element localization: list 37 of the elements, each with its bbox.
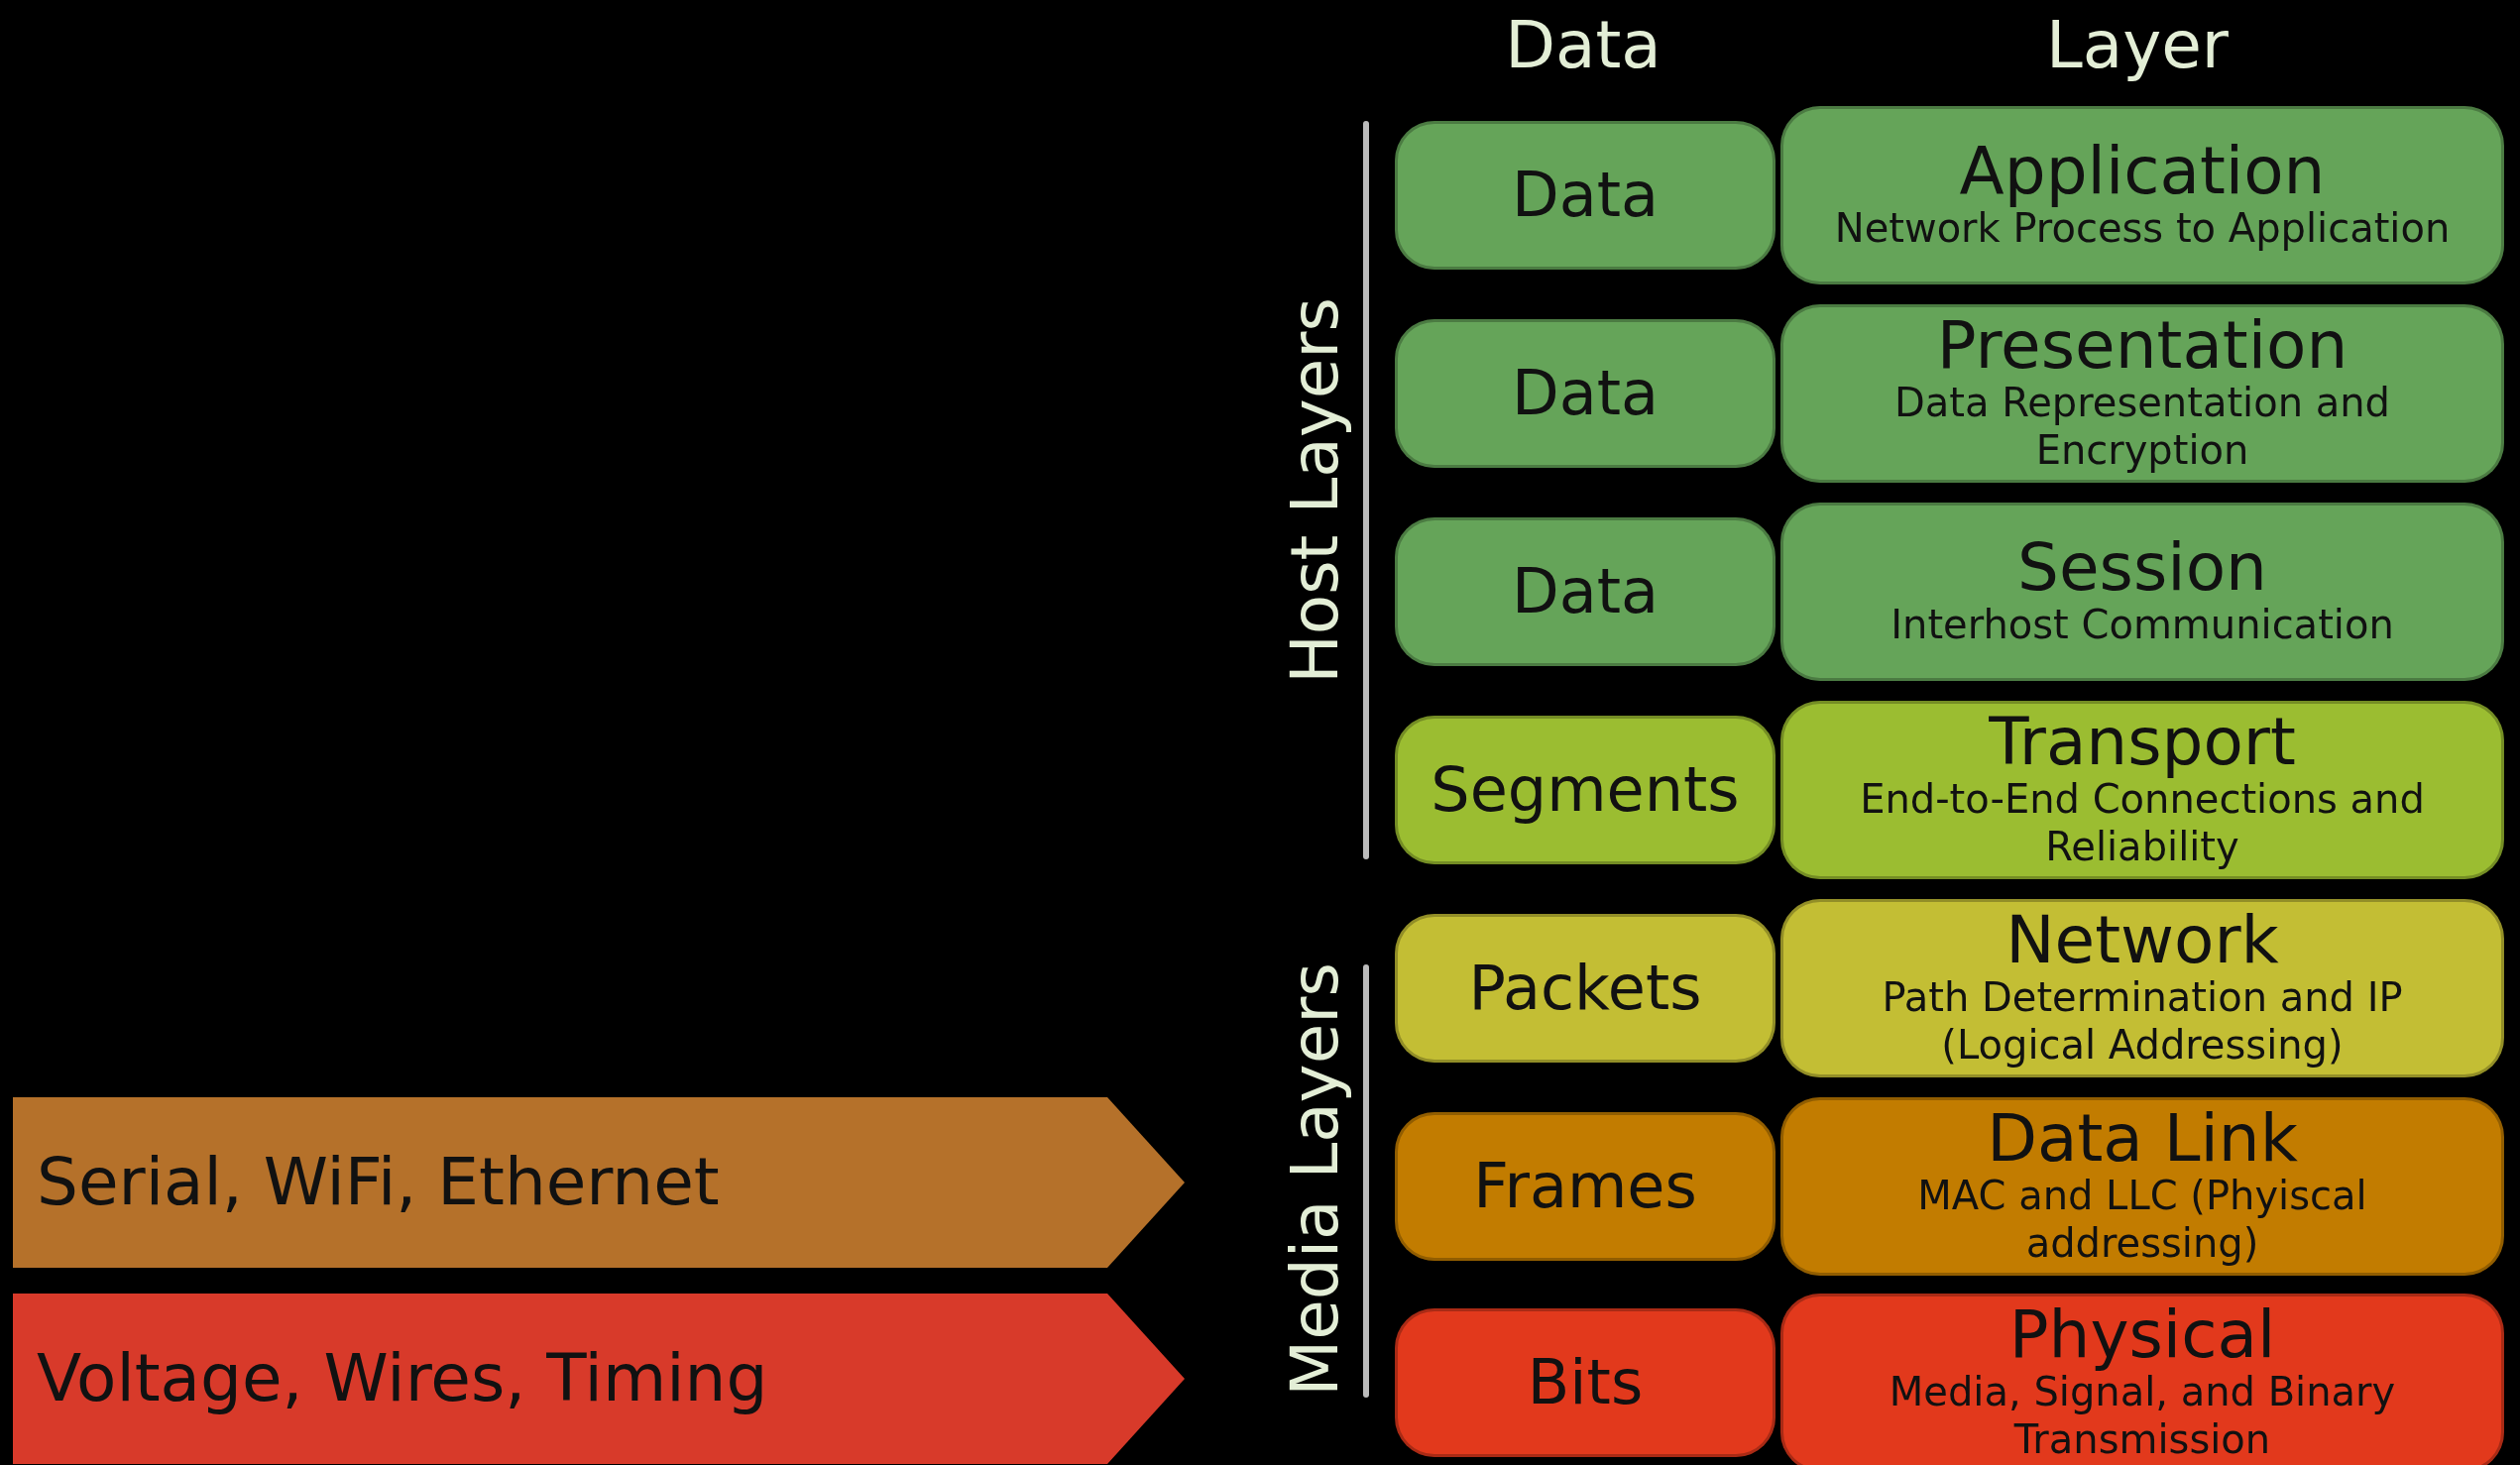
data-unit-box xyxy=(1395,914,1775,1063)
layer-box xyxy=(1780,1294,2504,1465)
layer-box xyxy=(1780,701,2504,879)
layer-box xyxy=(1780,1097,2504,1276)
layer-box xyxy=(1780,106,2504,284)
layer-description: Interhost Communication xyxy=(1890,601,2395,648)
data-unit-box xyxy=(1395,716,1775,864)
data-unit-box xyxy=(1395,1308,1775,1457)
group-label: Media Layers xyxy=(1276,962,1353,1397)
data-unit-label: Data xyxy=(1511,361,1659,426)
layer-box xyxy=(1780,503,2504,681)
arrow-band xyxy=(13,1294,1185,1464)
column-header: Layer xyxy=(2046,6,2229,83)
layer-name: Session xyxy=(2017,535,2267,601)
layer-name: Data Link xyxy=(1987,1106,2298,1172)
data-unit-box xyxy=(1395,319,1775,468)
data-unit-box xyxy=(1395,517,1775,666)
data-unit-label: Data xyxy=(1511,559,1659,624)
band-label: Serial, WiFi, Ethernet xyxy=(37,1148,720,1217)
layer-description: Path Determination and IP (Logical Addressing) xyxy=(1881,973,2404,1069)
layer-description: MAC and LLC (Phyiscal addressing) xyxy=(1916,1172,2368,1267)
layer-name: Presentation xyxy=(1936,313,2348,379)
data-unit-box xyxy=(1395,1112,1775,1261)
arrow-band xyxy=(13,1097,1185,1268)
data-unit-label: Bits xyxy=(1527,1350,1644,1415)
data-unit-label: Frames xyxy=(1473,1154,1697,1219)
band-label: Voltage, Wires, Timing xyxy=(37,1344,768,1413)
group-label: Host Layers xyxy=(1276,297,1353,684)
layer-box xyxy=(1780,899,2504,1077)
data-unit-label: Data xyxy=(1511,163,1659,228)
data-unit-box xyxy=(1395,121,1775,270)
column-header: Data xyxy=(1505,6,1661,83)
data-unit-label: Packets xyxy=(1468,956,1702,1021)
layer-box xyxy=(1780,304,2504,483)
data-unit-label: Segments xyxy=(1431,757,1740,823)
layer-name: Network xyxy=(2005,908,2279,973)
layer-description: Data Representation and Encryption xyxy=(1893,379,2391,474)
